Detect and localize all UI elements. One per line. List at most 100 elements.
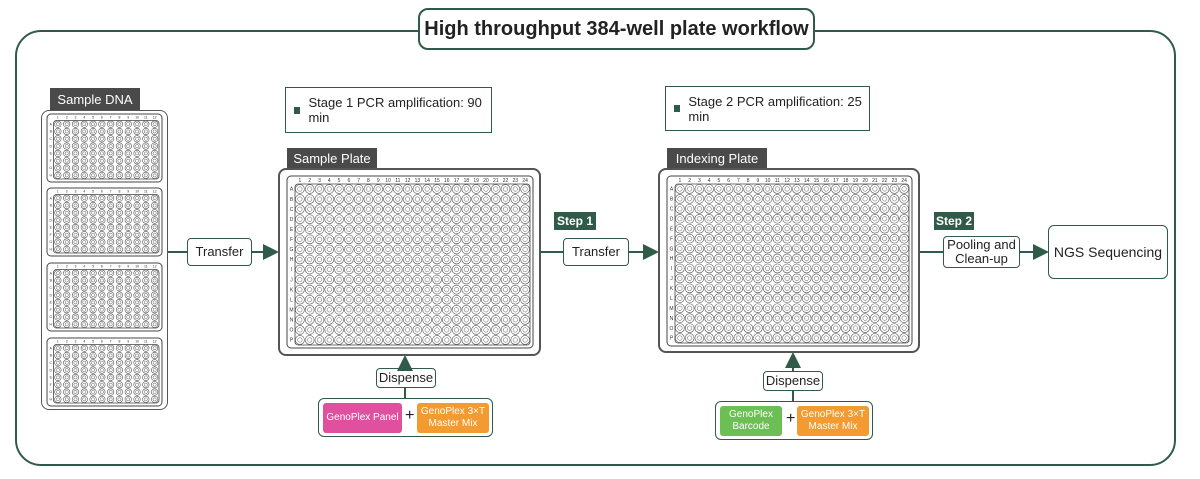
well: [714, 263, 724, 274]
well: [295, 274, 305, 285]
well: [716, 295, 722, 301]
well: [726, 186, 732, 192]
well: [745, 275, 751, 281]
well: [714, 204, 724, 214]
well: [385, 226, 391, 232]
well: [794, 335, 800, 341]
well: [434, 297, 440, 303]
well: [135, 315, 139, 319]
column-label: 8: [367, 178, 370, 184]
well: [405, 236, 411, 242]
well: [899, 273, 909, 284]
well: [89, 223, 97, 231]
well: [82, 173, 87, 178]
well: [108, 307, 113, 312]
well: [840, 283, 851, 294]
column-label: 1: [299, 178, 302, 184]
well: [124, 120, 132, 128]
well: [675, 184, 685, 194]
well: [840, 293, 851, 304]
well: [142, 366, 150, 374]
well: [307, 317, 313, 323]
well: [811, 263, 822, 274]
well: [324, 325, 335, 335]
well: [901, 226, 907, 232]
well: [677, 335, 683, 341]
well: [451, 315, 462, 325]
well: [765, 335, 771, 341]
well: [383, 335, 393, 345]
well: [840, 313, 851, 323]
well: [852, 305, 858, 311]
well: [714, 273, 724, 284]
well: [143, 158, 148, 163]
well: [314, 294, 325, 305]
well: [99, 247, 104, 252]
well: [89, 231, 97, 239]
well: [889, 243, 900, 254]
well: [862, 216, 868, 222]
well: [385, 267, 391, 273]
well: [89, 381, 97, 389]
well: [356, 226, 362, 232]
well: [879, 243, 890, 254]
well: [373, 325, 384, 335]
well: [755, 236, 761, 242]
well: [684, 263, 695, 274]
well: [115, 276, 123, 285]
well: [71, 351, 80, 360]
well: [64, 247, 69, 252]
well: [726, 226, 732, 232]
well: [481, 194, 491, 204]
well: [762, 293, 773, 304]
well: [99, 232, 104, 237]
well: [383, 315, 393, 325]
well: [63, 238, 71, 246]
well: [821, 303, 831, 313]
well: [723, 263, 734, 274]
well: [872, 186, 878, 192]
well: [500, 234, 511, 245]
column-label: 10: [765, 178, 771, 184]
well: [142, 395, 150, 403]
well: [843, 196, 849, 202]
well: [115, 164, 123, 172]
well: [314, 234, 325, 245]
well: [56, 397, 60, 402]
well: [899, 263, 909, 274]
well: [82, 293, 87, 297]
well: [716, 265, 722, 271]
well: [872, 226, 878, 232]
well: [792, 273, 802, 284]
well: [99, 218, 104, 222]
well: [64, 173, 69, 178]
row-label: J: [290, 277, 293, 283]
well: [126, 322, 131, 327]
well: [772, 233, 783, 244]
well: [124, 223, 132, 231]
well: [755, 256, 761, 262]
well: [56, 173, 60, 178]
well: [143, 166, 148, 170]
well: [811, 253, 822, 264]
well: [346, 236, 352, 242]
well: [71, 245, 80, 253]
well: [833, 275, 839, 281]
row-label: B: [290, 197, 294, 203]
well: [353, 194, 364, 204]
well: [454, 327, 460, 333]
well: [373, 264, 384, 275]
well: [82, 144, 87, 148]
well: [870, 253, 880, 264]
well: [675, 323, 685, 333]
well: [316, 196, 322, 202]
well: [520, 325, 530, 335]
column-label: 2: [688, 178, 691, 184]
well: [126, 360, 131, 365]
column-label: 3: [75, 116, 77, 120]
well: [98, 381, 106, 389]
well: [297, 216, 303, 222]
well-grid: [53, 120, 160, 180]
